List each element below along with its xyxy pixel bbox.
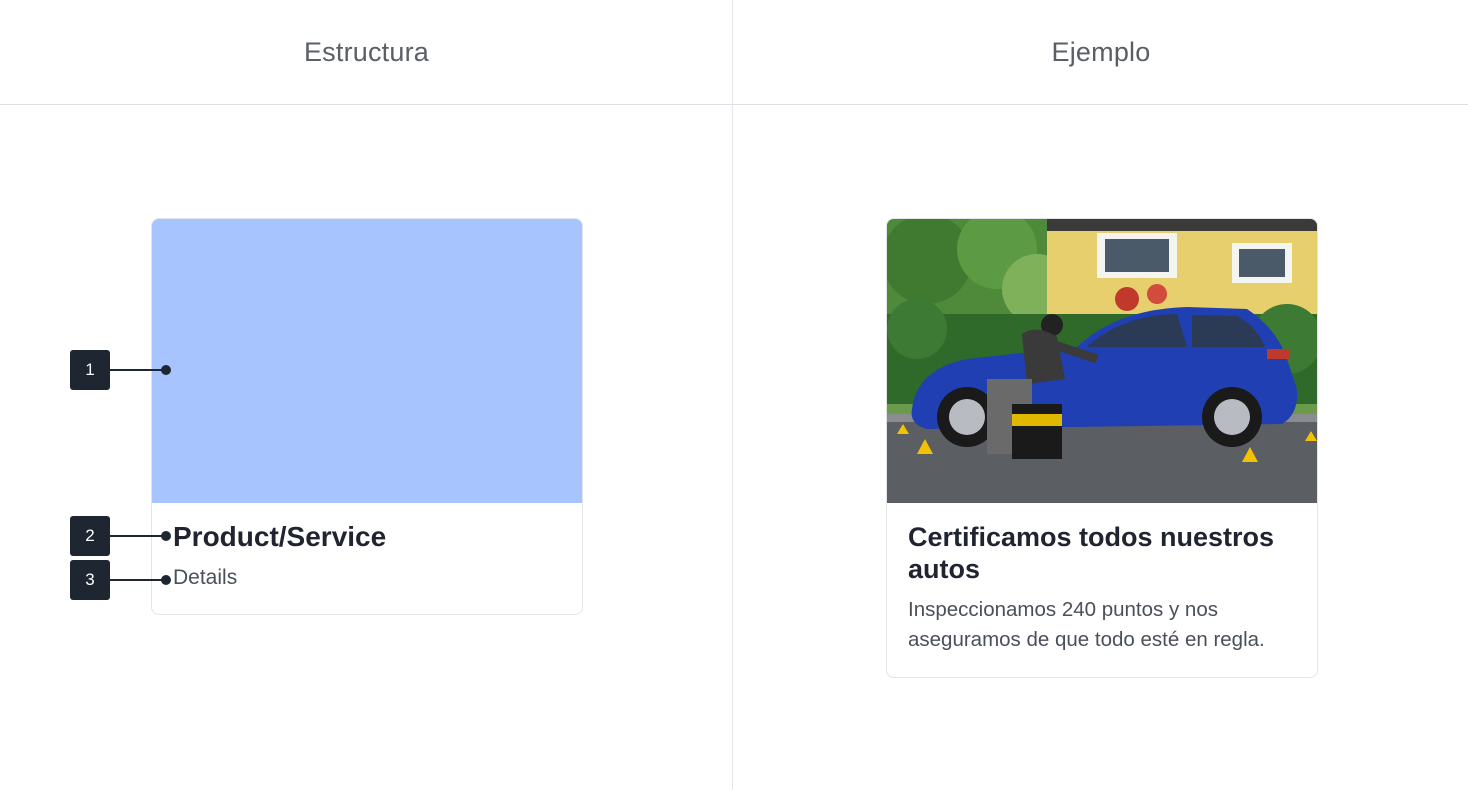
marker-1-dot [161,365,171,375]
example-card-title: Certificamos todos nuestros autos [908,522,1275,584]
marker-1-connector [110,369,165,371]
media-placeholder [152,219,582,503]
marker-3-connector [110,579,165,581]
card-details-placeholder: Details [173,566,238,589]
marker-3-dot [161,575,171,585]
header-divider [0,104,1468,105]
marker-2-dot [161,531,171,541]
example-card-description: Inspeccionamos 240 puntos y nos aseguram… [908,598,1265,651]
example-header: Ejemplo [1051,36,1151,67]
marker-3: 3 [70,560,110,600]
structure-card: Product/Service Details [151,218,583,615]
marker-1: 1 [70,350,110,390]
structure-header: Estructura [303,36,430,67]
column-divider [732,0,733,790]
marker-2-connector [110,535,165,537]
example-card[interactable]: Certificamos todos nuestros autos Inspec… [886,218,1318,678]
card-title-placeholder: Product/Service [173,521,387,552]
example-photo [887,219,1317,503]
marker-2: 2 [70,516,110,556]
